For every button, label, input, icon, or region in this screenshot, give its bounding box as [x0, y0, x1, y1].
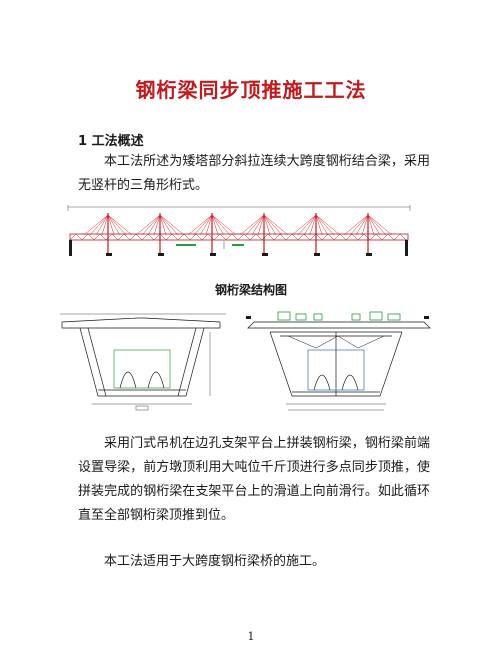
stay-cables	[83, 214, 393, 236]
page-number: 1	[247, 630, 255, 643]
paragraph-overview: 本工法所述为矮塔部分斜拉连续大跨度钢桁结合梁，采用无竖杆的三角形桁式。	[78, 154, 430, 193]
left-cross-section	[60, 313, 226, 411]
right-cross-section	[247, 321, 431, 411]
truss-deck	[69, 233, 409, 241]
piers	[69, 240, 408, 256]
load-vehicles	[277, 311, 401, 321]
paragraph-scope: 本工法适用于大跨度钢桁梁桥的施工。	[104, 554, 326, 569]
towers	[107, 213, 369, 253]
page-title: 钢桁梁同步顶推施工工法	[135, 78, 367, 102]
truss-cross-section-figure	[60, 311, 431, 411]
bridge-elevation-figure	[67, 205, 411, 256]
section-heading: 1 工法概述	[78, 134, 144, 149]
paragraph-method: 采用门式吊机在边孔支架平台上拼装钢桁梁，钢桁梁前端设置导梁，前方墩顶利用大吨位千…	[78, 436, 430, 523]
figure-caption: 钢桁梁结构图	[214, 283, 287, 297]
